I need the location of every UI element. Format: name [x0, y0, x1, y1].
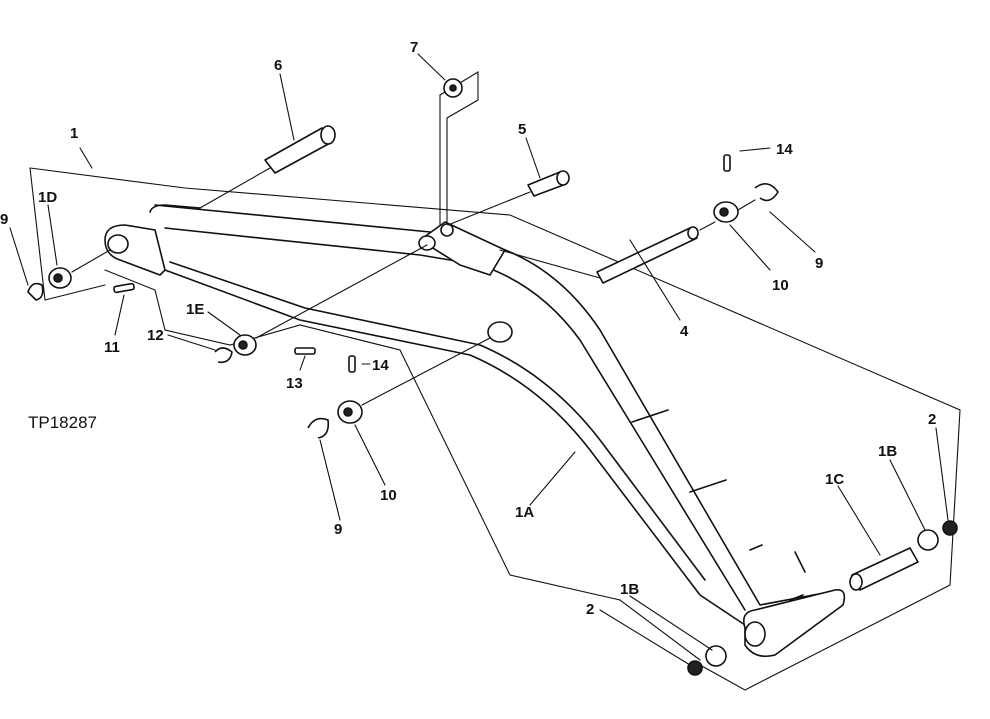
callout-13: 13	[286, 375, 303, 392]
callout-1B-lower: 1B	[620, 581, 639, 598]
ring-9-right	[754, 183, 779, 202]
boom-mid-boss	[487, 321, 513, 343]
callout-14-top: 14	[776, 141, 793, 158]
callout-4: 4	[680, 323, 689, 340]
hardware-parts	[27, 78, 958, 676]
callout-2-lower: 2	[586, 601, 594, 618]
cylinder-lug	[419, 221, 506, 276]
callout-1A: 1A	[515, 504, 534, 521]
callout-1C: 1C	[825, 471, 844, 488]
callout-7: 7	[410, 39, 418, 56]
callout-1D: 1D	[38, 189, 57, 206]
callout-5: 5	[518, 121, 526, 138]
grease-pin-14-top	[723, 154, 731, 172]
leader-lines	[9, 53, 949, 666]
callout-1E: 1E	[186, 301, 204, 318]
pin-6	[199, 125, 336, 209]
boom-nose-bore	[744, 621, 766, 647]
bushing-1B-lower	[705, 645, 727, 667]
boom-nose-plate	[742, 588, 846, 658]
ring-9-mid	[307, 417, 330, 439]
callout-1: 1	[70, 125, 78, 142]
callout-labels: 1 1D 9 6 7 5 14 9 10 4 1E 12 11 13 14 10…	[0, 39, 936, 618]
callout-1B-upper: 1B	[878, 443, 897, 460]
callout-2-upper: 2	[928, 411, 936, 428]
boom-foot-pin-bore	[107, 234, 129, 254]
callout-9-right: 9	[815, 255, 823, 272]
figure-id: TP18287	[28, 413, 97, 432]
bushing-1B-upper	[917, 529, 939, 551]
pin-5	[447, 170, 570, 226]
nut-2-lower	[687, 660, 703, 676]
bracket-lines	[29, 71, 961, 691]
ring-9-left	[27, 282, 44, 301]
callout-12: 12	[147, 327, 164, 344]
ring-12	[214, 347, 233, 364]
pin-4	[499, 226, 699, 284]
callout-10-mid: 10	[380, 487, 397, 504]
callout-9-mid: 9	[334, 521, 342, 538]
nut-2-upper	[942, 520, 958, 536]
pin-11	[113, 282, 135, 294]
callout-14-mid: 14	[372, 357, 389, 374]
callout-6: 6	[274, 57, 282, 74]
boom-arm	[104, 204, 846, 658]
callout-11: 11	[104, 339, 120, 356]
grease-pin-14-mid	[348, 355, 356, 373]
pin-1C	[849, 547, 919, 591]
callout-10-right: 10	[772, 277, 789, 294]
callout-9-left: 9	[0, 211, 8, 228]
pin-13	[294, 347, 316, 355]
